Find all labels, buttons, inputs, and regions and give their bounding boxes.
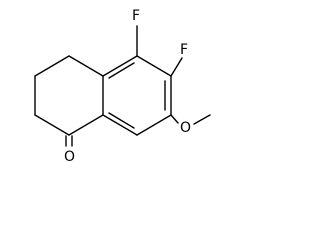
aromatic-double-bond-3 [108, 112, 135, 129]
aromatic-double-bond-1 [108, 62, 135, 79]
aromatic-ring [102, 55, 172, 136]
bond-ar-1 [102, 55, 138, 77]
bond-c2-c3 [34, 55, 70, 77]
bond-o-ch3 [193, 114, 211, 125]
carbonyl-group [65, 135, 73, 147]
bond-c-o-methoxy [170, 114, 179, 124]
bond-ar-5 [102, 114, 138, 136]
bond-ar-4 [136, 114, 172, 136]
fluorine-upper-label: F [132, 8, 140, 24]
bond-c5-c1 [34, 114, 70, 136]
bond-ar-2 [136, 55, 172, 77]
fluorine-lower-label: F [180, 42, 188, 58]
saturated-ring [34, 55, 104, 136]
bond-c3-c4 [68, 55, 104, 77]
molecule-structure: F F O O [34, 8, 211, 165]
bond-c4a-c5 [68, 114, 104, 136]
carbonyl-oxygen-label: O [64, 149, 75, 165]
methoxy-oxygen-label: O [180, 120, 191, 136]
bond-c-f-lower [170, 57, 183, 77]
